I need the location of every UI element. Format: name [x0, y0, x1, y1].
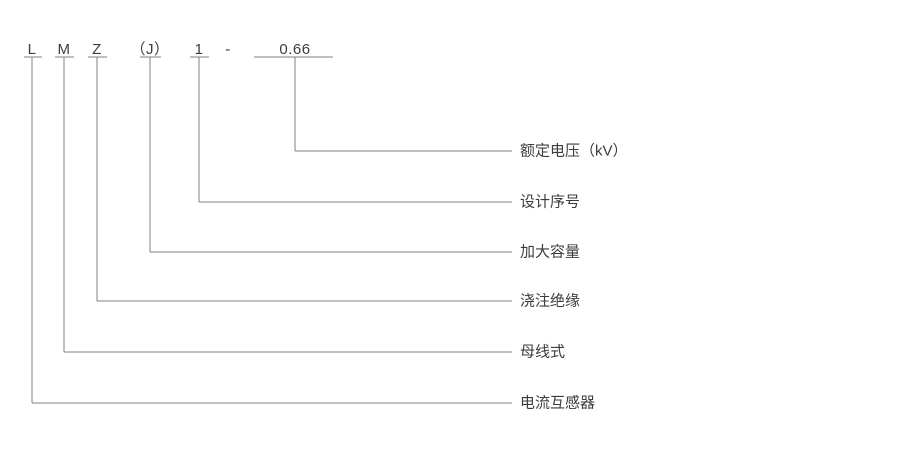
code-token-0: L: [27, 41, 37, 58]
code-token-2: Z: [92, 41, 102, 58]
description-label-1: 设计序号: [520, 193, 581, 211]
description-label-3: 浇注绝缘: [520, 292, 581, 310]
description-label-4: 母线式: [520, 343, 566, 361]
description-label-2: 加大容量: [520, 243, 581, 261]
code-token-5: -: [225, 41, 231, 58]
code-token-4: 1: [194, 41, 204, 58]
code-token-3: （J）: [130, 41, 170, 58]
code-token-1: M: [57, 41, 71, 58]
code-token-6: 0.66: [279, 41, 311, 58]
description-label-0: 额定电压（kV）: [520, 142, 628, 160]
description-label-5: 电流互感器: [520, 394, 596, 412]
leader-line-group: [31, 57, 512, 404]
